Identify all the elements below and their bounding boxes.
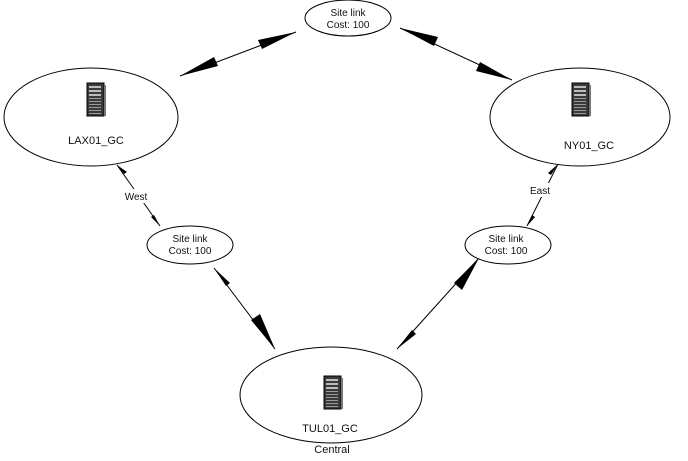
site-ellipse	[489, 67, 671, 167]
arrowhead	[476, 62, 512, 80]
west-label-bg	[120, 189, 152, 203]
west-label: West	[125, 192, 148, 203]
site-link-left: Site link Cost: 100	[146, 225, 234, 265]
arrowhead	[258, 32, 296, 49]
arrowhead	[251, 314, 275, 349]
arrowhead	[527, 215, 535, 226]
site-caption: Central	[314, 444, 349, 456]
server-icon	[323, 375, 343, 410]
site-link-cost: Cost: 100	[485, 246, 528, 257]
site-link-top: Site link Cost: 100	[304, 0, 392, 37]
site-links: Site link Cost: 100 Site link Cost: 100 …	[146, 0, 552, 265]
east-label: East	[530, 186, 550, 197]
arrowhead	[400, 28, 438, 46]
site-link-ellipse	[146, 225, 234, 265]
arrowhead	[548, 164, 558, 175]
connectors: West East	[116, 27, 559, 350]
site-link-cost: Cost: 100	[169, 246, 212, 257]
sites: LAX01_GC NY01_GC TUL01_GC Central	[3, 67, 671, 456]
arrowhead	[117, 165, 127, 174]
site-link-cost: Cost: 100	[327, 20, 370, 31]
server-icon	[571, 82, 591, 117]
site-name: LAX01_GC	[68, 135, 124, 147]
site-name: NY01_GC	[564, 140, 614, 152]
site-link-title: Site link	[330, 8, 366, 19]
site-tul01: TUL01_GC Central	[239, 346, 423, 456]
arrowhead	[397, 330, 416, 349]
arrowhead	[180, 57, 218, 76]
arrowhead	[214, 268, 230, 286]
site-lax01: LAX01_GC	[3, 67, 179, 167]
site-name: TUL01_GC	[302, 423, 358, 435]
site-ny01: NY01_GC	[489, 67, 671, 167]
server-icon	[86, 82, 106, 117]
site-link-ellipse	[304, 0, 392, 37]
site-link-title: Site link	[172, 234, 208, 245]
site-link-right: Site link Cost: 100	[464, 225, 552, 265]
arrowhead	[151, 215, 160, 226]
site-ellipse	[3, 67, 179, 167]
arrowhead	[454, 258, 479, 290]
site-link-title: Site link	[488, 234, 524, 245]
east-label-bg	[526, 183, 554, 197]
site-link-ellipse	[464, 225, 552, 265]
